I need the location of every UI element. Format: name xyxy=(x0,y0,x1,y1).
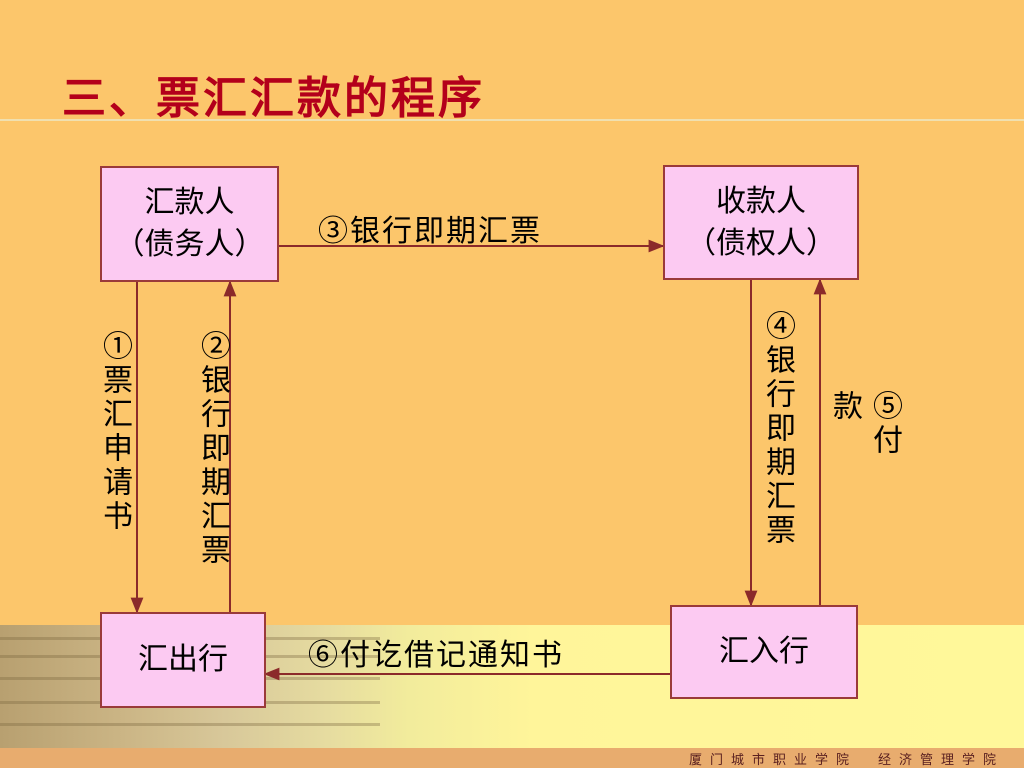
edge-label-e5: ⑤付款 xyxy=(827,390,902,458)
edge-label-e2: ②银行即期汇票 xyxy=(195,330,230,568)
node-remitting-bank: 汇出行 xyxy=(100,612,266,708)
footer-bar: 厦门城市职业学院 经济管理学院 xyxy=(0,748,1024,768)
edge-label-e3: ③银行即期汇票 xyxy=(318,214,542,249)
edge-label-e1: ①票汇申请书 xyxy=(97,330,132,534)
node-payee: 收款人 （债权人） xyxy=(663,165,859,280)
footer-text: 厦门城市职业学院 经济管理学院 xyxy=(688,753,1004,768)
edge-label-e6: ⑥付讫借记通知书 xyxy=(308,638,564,673)
page-title: 三、票汇汇款的程序 xyxy=(62,73,485,124)
title-divider xyxy=(0,119,1024,121)
node-paying-bank: 汇入行 xyxy=(670,605,858,699)
node-remitter: 汇款人 （债务人） xyxy=(100,166,279,282)
edge-label-e4: ④银行即期汇票 xyxy=(760,310,795,548)
